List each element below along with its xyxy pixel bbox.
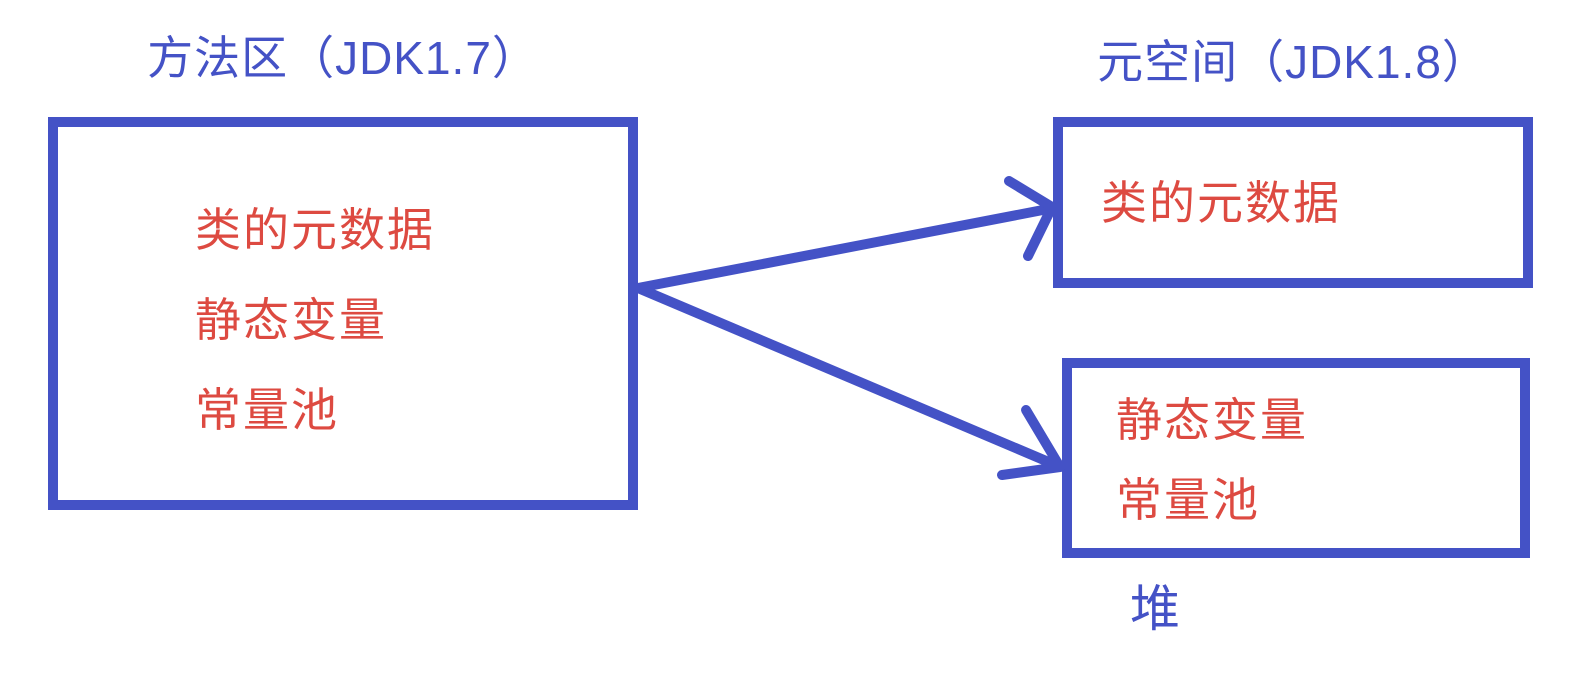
metaspace-items: 类的元数据 <box>1063 178 1341 228</box>
method-area-item-static-vars: 静态变量 <box>195 294 387 346</box>
arrow-to-metaspace-icon <box>637 176 1057 293</box>
metaspace-box: 类的元数据 <box>1053 117 1533 288</box>
heap-items: 静态变量 常量池 <box>1072 368 1520 540</box>
metaspace-item-class-metadata: 类的元数据 <box>1101 176 1341 229</box>
heap-label: 堆 <box>1130 581 1180 637</box>
method-area-item-constant-pool: 常量池 <box>195 384 339 436</box>
heap-item-constant-pool: 常量池 <box>1116 474 1260 526</box>
metaspace-title: 元空间（JDK1.8） <box>1097 36 1489 88</box>
method-area-title: 方法区（JDK1.7） <box>147 32 539 84</box>
heap-box: 静态变量 常量池 <box>1062 358 1530 558</box>
method-area-items: 类的元数据 静态变量 常量池 <box>58 127 628 455</box>
method-area-box: 类的元数据 静态变量 常量池 <box>48 117 638 510</box>
arrow-to-heap-icon <box>636 283 1065 480</box>
heap-item-static-vars: 静态变量 <box>1116 394 1308 446</box>
method-area-item-class-metadata: 类的元数据 <box>195 204 435 256</box>
